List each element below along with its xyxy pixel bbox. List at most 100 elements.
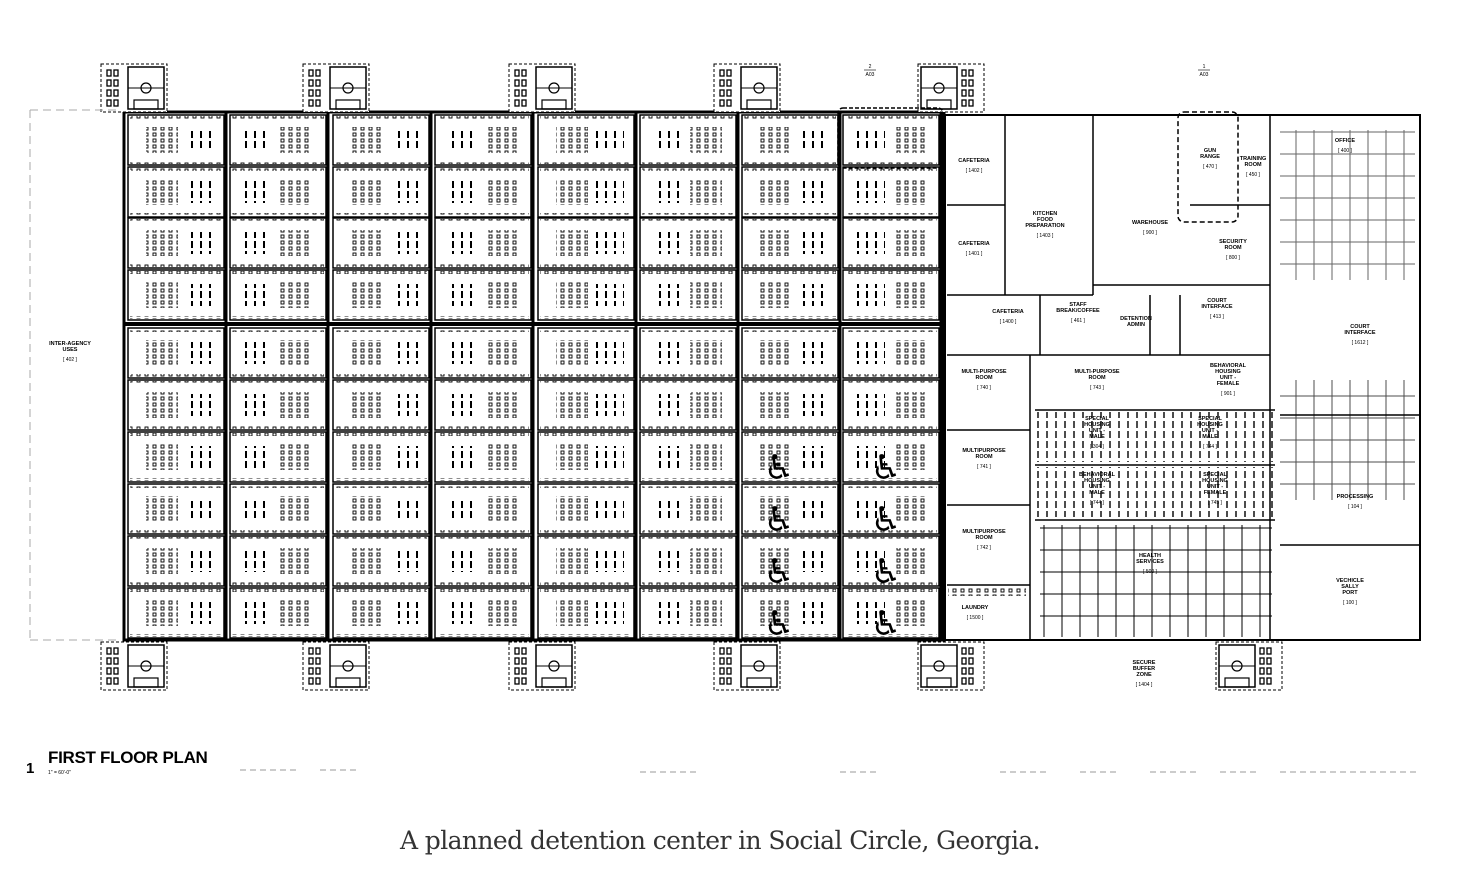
room-name: SALLY bbox=[1341, 584, 1359, 590]
room-number: [ 1404 ] bbox=[1136, 682, 1153, 688]
housing-pod bbox=[741, 483, 839, 535]
room-name: MULTI-PURPOSE bbox=[961, 369, 1006, 375]
housing-pod bbox=[741, 217, 839, 269]
housing-pod bbox=[332, 587, 430, 639]
recreation-yards bbox=[100, 63, 1283, 691]
room-name: MULTIPURPOSE bbox=[962, 448, 1006, 454]
room-name: KITCHEN bbox=[1033, 211, 1057, 217]
room-name: RANGE bbox=[1200, 154, 1220, 160]
housing-pod bbox=[537, 379, 635, 431]
room-name: MULTI-PURPOSE bbox=[1074, 369, 1119, 375]
housing-pod bbox=[332, 379, 430, 431]
room-name: PROCESSING bbox=[1337, 494, 1374, 500]
housing-pod bbox=[639, 587, 737, 639]
room-name: HOUSING bbox=[1197, 422, 1223, 428]
housing-pod bbox=[127, 217, 225, 269]
room-name: ROOM bbox=[975, 375, 993, 381]
room-name: VECHICLE bbox=[1336, 578, 1364, 584]
room-name: UNIT - bbox=[1089, 484, 1105, 490]
room-name: COURT bbox=[1207, 298, 1227, 304]
room-number: [ 450 ] bbox=[1246, 172, 1261, 178]
room-number: [ 1401 ] bbox=[966, 251, 983, 257]
housing-pod bbox=[741, 327, 839, 379]
room-name: ROOM bbox=[975, 454, 993, 460]
room-name: BEHAVIORAL bbox=[1210, 363, 1247, 369]
room-label: OFFICE[ 400 ] bbox=[1335, 138, 1355, 154]
housing-pod bbox=[537, 431, 635, 483]
wheelchair-icon: ♿ bbox=[764, 500, 794, 540]
housing-pod bbox=[332, 483, 430, 535]
room-name: CAFETERIA bbox=[958, 241, 990, 247]
room-name: SECURE bbox=[1133, 660, 1156, 666]
housing-pod bbox=[741, 269, 839, 321]
room-name: PORT bbox=[1342, 590, 1358, 596]
room-number: [ 461 ] bbox=[1071, 318, 1086, 324]
housing-pod bbox=[229, 269, 327, 321]
room-name: ROOM bbox=[1224, 245, 1242, 251]
room-name: TRAINING bbox=[1240, 156, 1267, 162]
housing-pod bbox=[741, 587, 839, 639]
room-number: [ 901 ] bbox=[1221, 391, 1236, 397]
housing-pod bbox=[842, 327, 940, 379]
housing-pod bbox=[537, 269, 635, 321]
wheelchair-icon: ♿ bbox=[871, 604, 901, 644]
svg-text:A03: A03 bbox=[1200, 72, 1209, 78]
housing-pod bbox=[229, 166, 327, 218]
housing-pod bbox=[842, 483, 940, 535]
room-name: STAFF bbox=[1069, 302, 1087, 308]
housing-pod bbox=[537, 327, 635, 379]
housing-pod bbox=[229, 535, 327, 587]
svg-text:A03: A03 bbox=[866, 72, 875, 78]
housing-pod bbox=[229, 483, 327, 535]
room-number: [ 800 ] bbox=[1226, 255, 1241, 261]
housing-pod bbox=[842, 379, 940, 431]
room-number: [ 500 ] bbox=[1143, 569, 1158, 575]
room-name: CAFETERIA bbox=[958, 158, 990, 164]
room-label: PROCESSING[ 104 ] bbox=[1337, 494, 1374, 510]
housing-pod bbox=[741, 431, 839, 483]
housing-pod bbox=[127, 431, 225, 483]
recreation-yard bbox=[302, 641, 370, 691]
room-number: [ 741 ] bbox=[977, 464, 992, 470]
recreation-yard bbox=[100, 641, 168, 691]
housing-pod bbox=[537, 535, 635, 587]
housing-pod bbox=[639, 535, 737, 587]
room-name: UNIT - bbox=[1089, 428, 1105, 434]
housing-pod bbox=[332, 327, 430, 379]
housing-pod bbox=[842, 535, 940, 587]
housing-pod bbox=[537, 217, 635, 269]
wheelchair-icon: ♿ bbox=[764, 604, 794, 644]
housing-pod bbox=[127, 483, 225, 535]
housing-pod bbox=[537, 166, 635, 218]
recreation-yard bbox=[100, 63, 168, 113]
room-number: [ 400 ] bbox=[1338, 148, 1353, 154]
housing-pod bbox=[537, 114, 635, 166]
room-label: CAFETERIA[ 1402 ] bbox=[958, 158, 990, 174]
room-label: WAREHOUSE[ 900 ] bbox=[1132, 220, 1168, 236]
housing-pod bbox=[639, 166, 737, 218]
recreation-yard bbox=[508, 63, 576, 113]
room-number: [ 743 ] bbox=[1090, 385, 1105, 391]
room-name: UNIT - bbox=[1202, 428, 1218, 434]
housing-pod bbox=[229, 379, 327, 431]
housing-pods-grid: ♿♿♿♿♿♿♿♿ bbox=[122, 110, 946, 644]
housing-pod bbox=[332, 269, 430, 321]
room-name: ROOM bbox=[1088, 375, 1106, 381]
housing-pod bbox=[741, 114, 839, 166]
housing-pod bbox=[639, 483, 737, 535]
housing-pod bbox=[639, 327, 737, 379]
housing-pod bbox=[537, 483, 635, 535]
room-label: CAFETERIA[ 1400 ] bbox=[992, 309, 1024, 325]
housing-pod bbox=[434, 166, 532, 218]
